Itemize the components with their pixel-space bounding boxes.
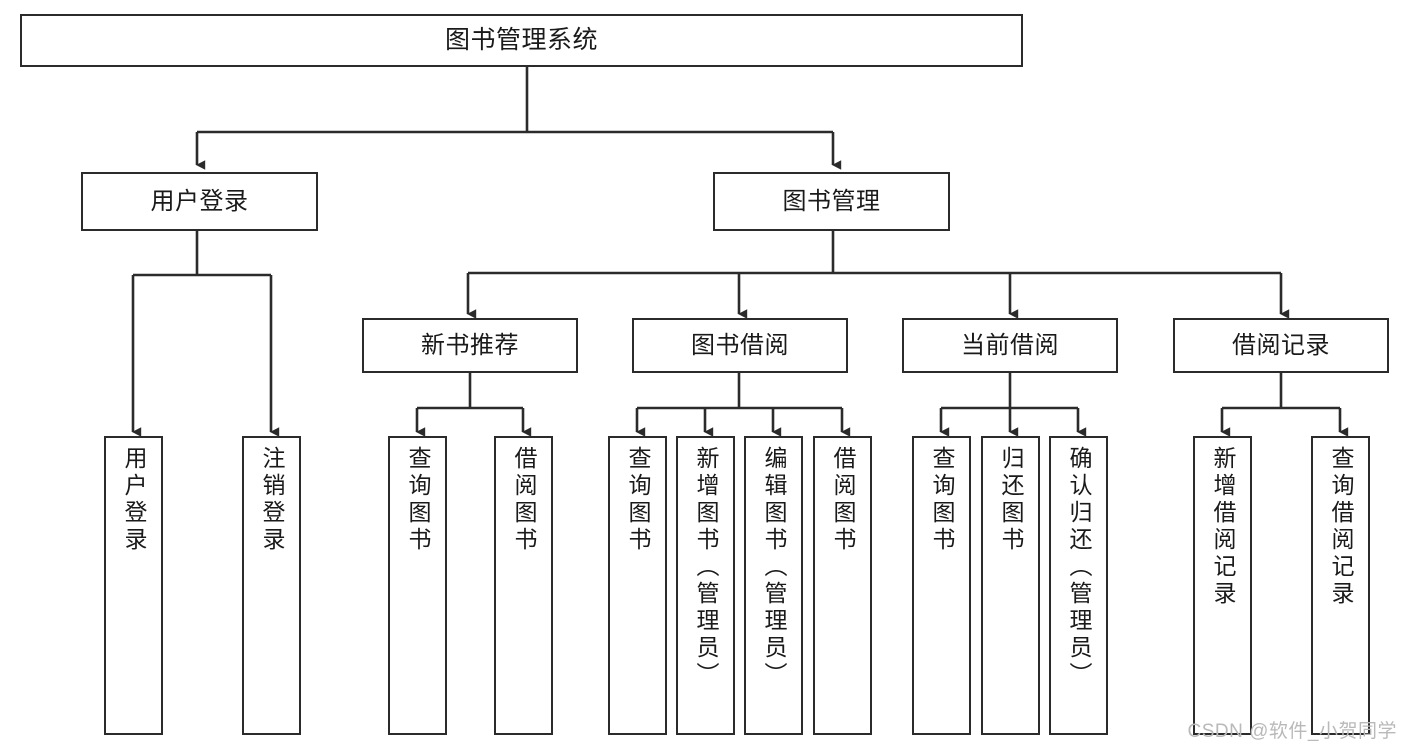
node-leaf-add-record[interactable]: 新增借阅记录	[1193, 436, 1252, 735]
node-book-management-label: 图书管理	[782, 187, 881, 215]
node-leaf-user-login[interactable]: 用户登录	[104, 436, 163, 735]
node-leaf-query-book-3[interactable]: 查询图书	[912, 436, 971, 735]
node-leaf-add-record-label: 新增借阅记录	[1210, 446, 1236, 608]
node-user-login[interactable]: 用户登录	[81, 172, 318, 231]
node-leaf-add-book[interactable]: 新增图书（管理员）	[676, 436, 735, 735]
node-current-borrow-label: 当前借阅	[961, 331, 1059, 359]
node-leaf-user-login-label: 用户登录	[121, 446, 147, 554]
node-root[interactable]: 图书管理系统	[20, 14, 1023, 67]
node-book-management[interactable]: 图书管理	[713, 172, 950, 231]
node-leaf-return-book[interactable]: 归还图书	[981, 436, 1040, 735]
node-leaf-borrow-book-2-label: 借阅图书	[830, 446, 856, 554]
node-leaf-return-book-label: 归还图书	[998, 446, 1024, 554]
node-leaf-borrow-book-1-label: 借阅图书	[511, 446, 537, 554]
node-leaf-query-book-1[interactable]: 查询图书	[388, 436, 447, 735]
node-current-borrow[interactable]: 当前借阅	[902, 318, 1118, 373]
node-leaf-query-book-2-label: 查询图书	[625, 446, 651, 554]
node-book-borrow[interactable]: 图书借阅	[632, 318, 848, 373]
node-leaf-query-record-label: 查询借阅记录	[1328, 446, 1354, 608]
node-new-book-recommend-label: 新书推荐	[421, 331, 519, 359]
node-leaf-confirm-return[interactable]: 确认归还（管理员）	[1049, 436, 1108, 735]
node-book-borrow-label: 图书借阅	[691, 331, 789, 359]
node-leaf-query-book-1-label: 查询图书	[405, 446, 431, 554]
watermark: CSDN @软件_小贺同学	[1187, 721, 1397, 742]
node-leaf-query-record[interactable]: 查询借阅记录	[1311, 436, 1370, 735]
node-leaf-add-book-label: 新增图书（管理员）	[693, 446, 719, 689]
node-borrow-record[interactable]: 借阅记录	[1173, 318, 1389, 373]
node-leaf-logout-label: 注销登录	[259, 446, 285, 554]
node-new-book-recommend[interactable]: 新书推荐	[362, 318, 578, 373]
node-leaf-query-book-3-label: 查询图书	[929, 446, 955, 554]
node-leaf-borrow-book-2[interactable]: 借阅图书	[813, 436, 872, 735]
node-leaf-borrow-book-1[interactable]: 借阅图书	[494, 436, 553, 735]
node-borrow-record-label: 借阅记录	[1232, 331, 1330, 359]
node-root-label: 图书管理系统	[444, 26, 598, 55]
node-leaf-query-book-2[interactable]: 查询图书	[608, 436, 667, 735]
node-leaf-confirm-return-label: 确认归还（管理员）	[1066, 446, 1092, 689]
node-leaf-logout[interactable]: 注销登录	[242, 436, 301, 735]
node-user-login-label: 用户登录	[150, 187, 249, 215]
node-leaf-edit-book[interactable]: 编辑图书（管理员）	[744, 436, 803, 735]
node-leaf-edit-book-label: 编辑图书（管理员）	[761, 446, 787, 689]
